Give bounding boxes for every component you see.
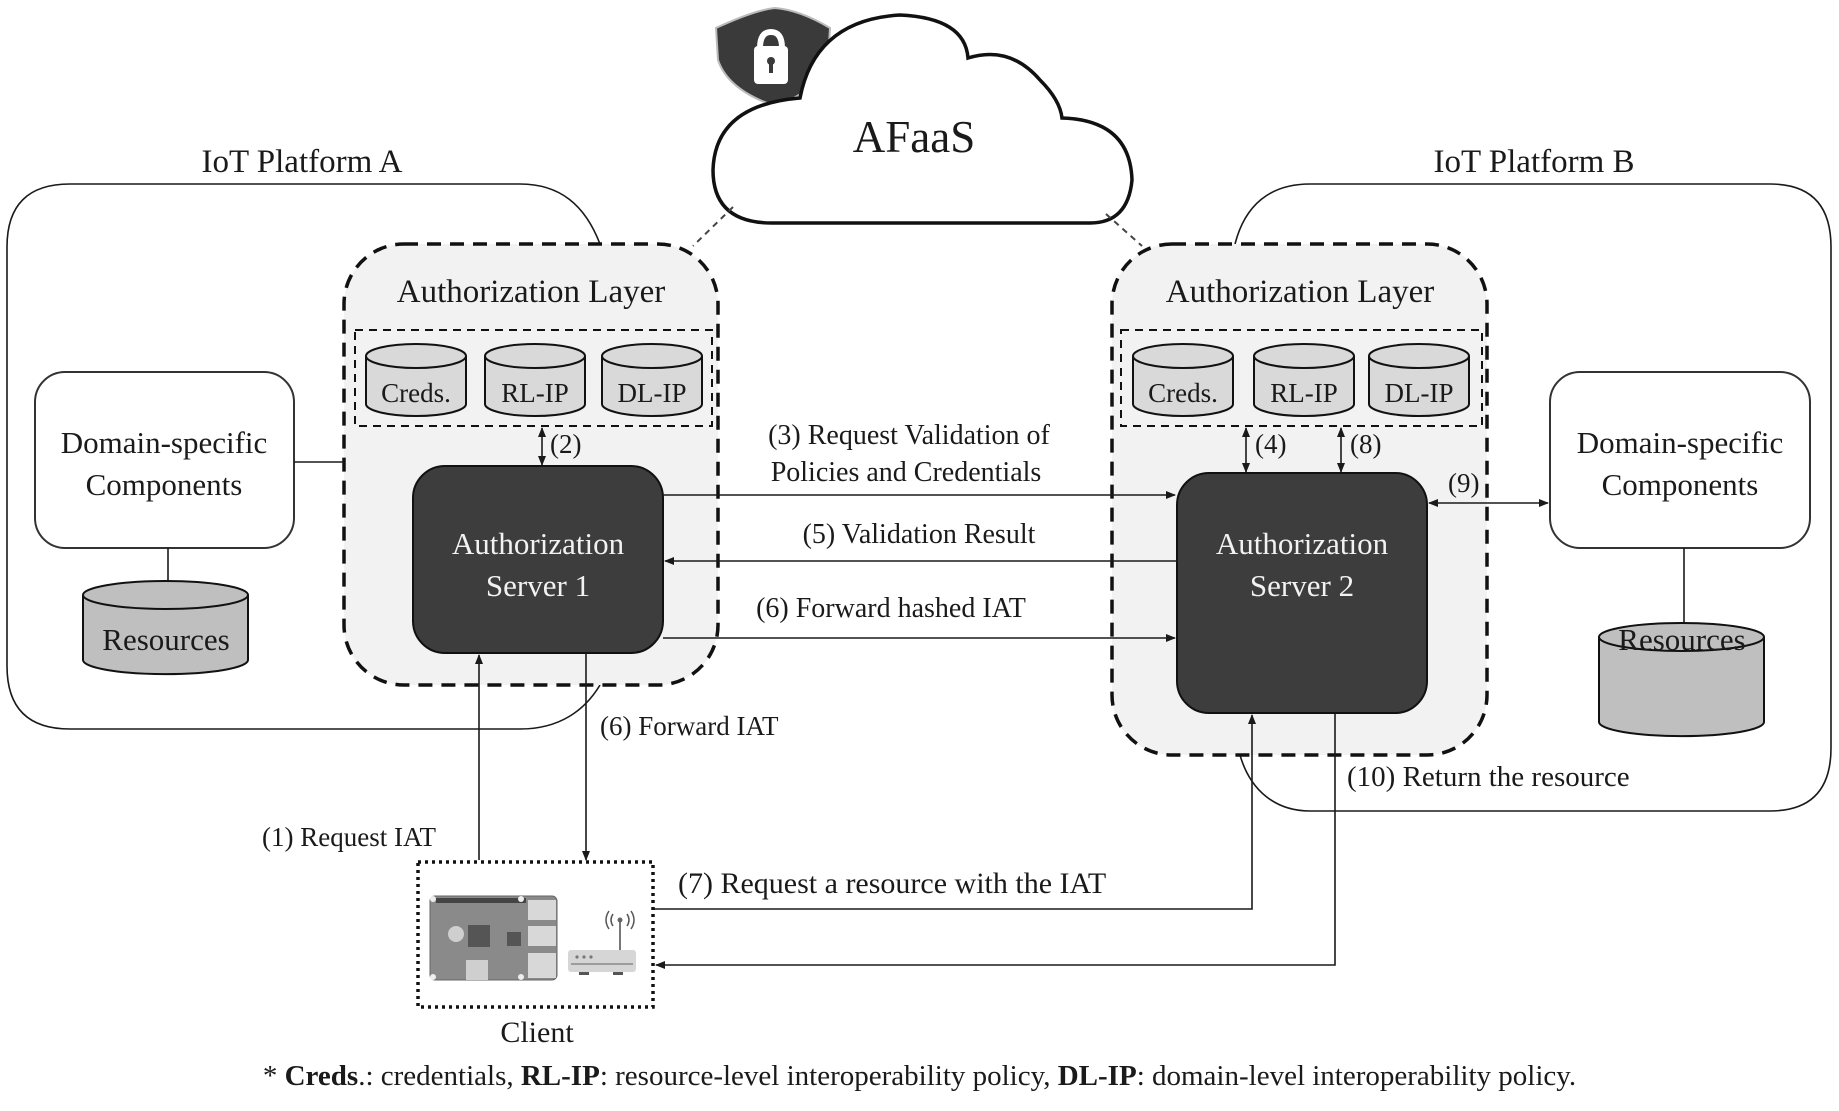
arrow-step-10 [655, 713, 1336, 969]
svg-text:Authorization: Authorization [1216, 526, 1389, 561]
svg-text:Creds.: Creds. [381, 378, 451, 408]
resources-b: Resources [1598, 622, 1765, 738]
afaas-cloud: AFaaS [692, 6, 1143, 247]
auth-layer-a-title: Authorization Layer [397, 274, 665, 310]
store-creds-b: Creds. [1132, 343, 1234, 417]
iot-platform-a: IoT Platform A [6, 144, 601, 730]
authorization-layer-a: Authorization Layer Creds. RL-IP DL-IP A… [342, 242, 720, 687]
label-step-8: (8) [1350, 429, 1381, 459]
svg-text:Components: Components [86, 467, 243, 502]
auth-layer-b-title: Authorization Layer [1166, 274, 1434, 310]
authorization-server-1[interactable]: Authorization Server 1 [412, 465, 664, 654]
svg-text:Resources: Resources [102, 622, 229, 657]
label-step-1: (1) Request IAT [262, 822, 436, 852]
raspberry-pi-board-icon [429, 895, 558, 981]
label-step-3-line2: Policies and Credentials [771, 457, 1042, 488]
svg-text:Server 2: Server 2 [1250, 568, 1354, 603]
svg-text:RL-IP: RL-IP [501, 378, 569, 408]
policy-store-group-b [1120, 329, 1483, 427]
svg-text:Authorization: Authorization [452, 526, 625, 561]
svg-text:RL-IP: RL-IP [1270, 378, 1338, 408]
authorization-server-2[interactable]: Authorization Server 2 [1176, 472, 1428, 714]
svg-text:Server 1: Server 1 [486, 568, 590, 603]
svg-text:Domain-specific: Domain-specific [1577, 425, 1784, 460]
authorization-layer-b: Authorization Layer Creds. RL-IP DL-IP A… [1110, 242, 1489, 757]
label-step-5: (5) Validation Result [803, 519, 1036, 550]
store-rl-ip-a: RL-IP [484, 343, 586, 417]
iot-platform-b: IoT Platform B [1234, 144, 1832, 812]
svg-text:Resources: Resources [1618, 622, 1745, 657]
label-step-3-line1: (3) Request Validation of [768, 420, 1050, 451]
label-step-10: (10) Return the resource [1347, 761, 1630, 793]
platform-b-title: IoT Platform B [1433, 144, 1634, 180]
domain-components-b: Domain-specific Components [1549, 371, 1811, 549]
resources-a: Resources [82, 580, 249, 676]
client-device[interactable] [416, 860, 655, 1009]
afaas-label: AFaaS [853, 112, 976, 162]
arrow-step-7 [654, 714, 1256, 910]
svg-text:Creds.: Creds. [1148, 378, 1218, 408]
label-step-6-hashed: (6) Forward hashed IAT [756, 593, 1026, 624]
label-step-7: (7) Request a resource with the IAT [678, 867, 1106, 900]
store-dl-ip-a: DL-IP [601, 343, 703, 417]
platform-a-title: IoT Platform A [201, 144, 402, 180]
svg-text:DL-IP: DL-IP [618, 378, 687, 408]
label-step-2: (2) [550, 429, 581, 459]
store-rl-ip-b: RL-IP [1253, 343, 1355, 417]
svg-text:Components: Components [1602, 467, 1759, 502]
domain-components-a: Domain-specific Components [34, 371, 295, 549]
label-step-6-forward: (6) Forward IAT [600, 711, 779, 741]
client-label: Client [500, 1016, 574, 1049]
svg-text:DL-IP: DL-IP [1385, 378, 1454, 408]
wifi-router-icon [568, 910, 636, 975]
policy-store-group-a [354, 329, 713, 427]
label-step-4: (4) [1255, 429, 1286, 459]
store-dl-ip-b: DL-IP [1368, 343, 1470, 417]
svg-text:Domain-specific: Domain-specific [61, 425, 268, 460]
store-creds-a: Creds. [365, 343, 467, 417]
footnote: * Creds.: credentials, RL-IP: resource-l… [262, 1060, 1577, 1092]
label-step-9: (9) [1448, 468, 1479, 498]
